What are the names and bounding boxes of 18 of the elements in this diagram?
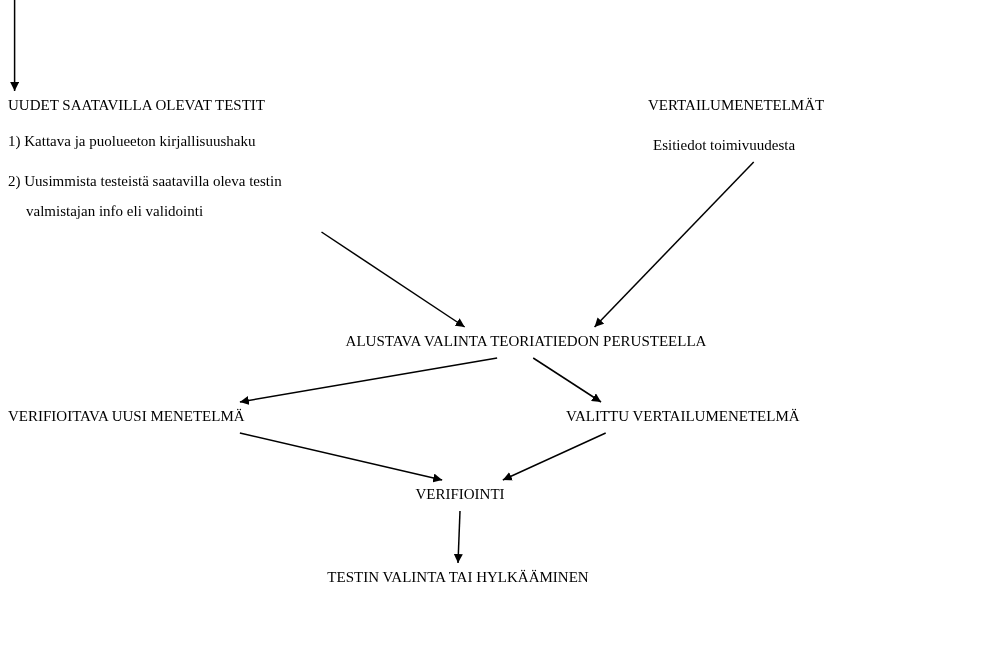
arrow xyxy=(239,432,443,483)
arrow xyxy=(10,0,20,92)
step-label: UUDET SAATAVILLA OLEVAT TESTIT xyxy=(8,96,266,115)
arrow xyxy=(239,357,498,405)
step-label: VERIFIOINTI xyxy=(415,485,505,504)
arrow xyxy=(502,432,607,481)
note-text: Esitiedot toimivuudesta xyxy=(652,136,797,155)
list-item: 1) Kattava ja puolueeton kirjallisuushaku xyxy=(8,132,257,151)
step-label: VERIFIOITAVA UUSI MENETELMÄ xyxy=(8,407,245,426)
arrow xyxy=(532,357,602,403)
arrow xyxy=(320,231,466,328)
step-label: VERTAILUMENETELMÄT xyxy=(648,96,825,115)
arrow xyxy=(453,510,463,564)
step-label: ALUSTAVA VALINTA TEORIATIEDON PERUSTEELLA xyxy=(345,332,707,351)
list-item: 2) Uusimmista testeistä saatavilla oleva testin valmistajan info eli validointi xyxy=(8,172,283,221)
step-label: TESTIN VALINTA TAI HYLKÄÄMINEN xyxy=(327,568,589,587)
step-label: VALITTU VERTAILUMENETELMÄ xyxy=(566,407,800,426)
arrow xyxy=(593,161,755,328)
